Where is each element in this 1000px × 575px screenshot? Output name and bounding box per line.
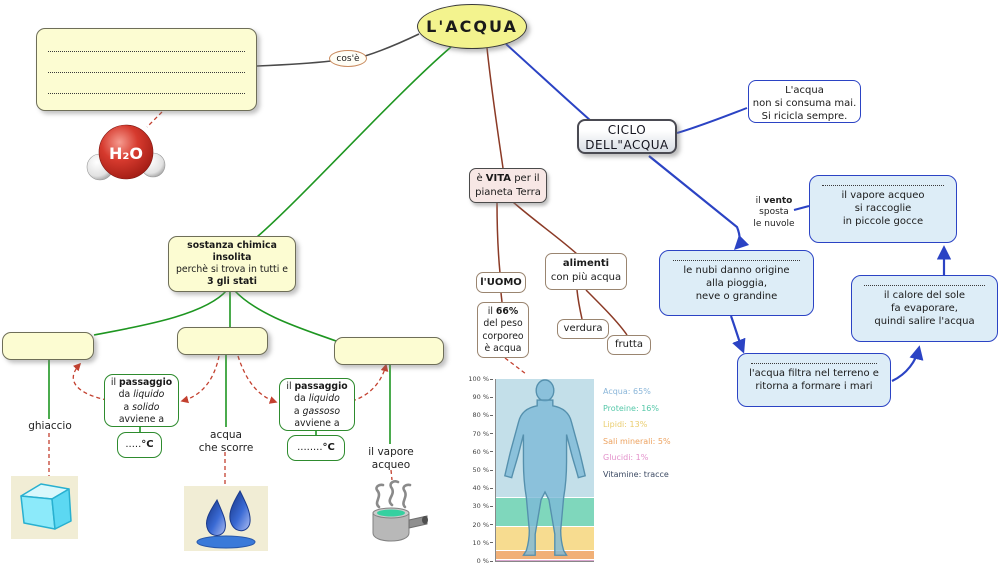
legend-item: Proteine: 16% — [603, 403, 659, 413]
band-lipidi — [496, 526, 594, 551]
ice-cube-illustration — [11, 476, 78, 539]
state-box-solid — [2, 332, 94, 360]
y-tick-label: 70 % — [472, 430, 493, 438]
celsius-box-solido: .....°C — [117, 432, 162, 458]
chart-y-axis: 100 % 90 % 80 % 70 % 60 % 50 % 40 % 30 % 20 % 10 … — [468, 371, 494, 571]
state-box-liquid — [177, 327, 268, 355]
definition-box — [36, 28, 257, 111]
legend-item: Vitamine: tracce — [603, 469, 669, 479]
passaggio-gassoso-box: il passaggio da liquido a gassoso avvien… — [279, 378, 355, 431]
vento-label: il vento sposta le nuvole — [753, 196, 795, 229]
fill-in-line — [48, 93, 245, 94]
ciclo-line2: DELL"ACQUA — [585, 138, 669, 153]
fill-in-line — [672, 256, 801, 261]
y-tick-label: 60 % — [472, 448, 493, 456]
main-topic-ellipse: L'ACQUA — [417, 4, 527, 49]
cycle-calore-box: il calore del sole fa evaporare, quindi … — [851, 275, 998, 342]
cycle-nubi-box: le nubi danno origine alla pioggia, neve… — [659, 250, 814, 316]
state-box-gas — [334, 337, 444, 365]
sostanza-line2: insolita — [212, 252, 252, 264]
y-tick-label: 10 % — [472, 539, 493, 547]
band-glucidi — [496, 559, 594, 561]
ricicla-box: L'acqua non si consuma mai. Si ricicla s… — [748, 80, 861, 123]
fill-in-line — [864, 281, 985, 286]
sostanza-line4: 3 gli stati — [207, 276, 257, 288]
sostanza-line3: perchè si trova in tutti e — [176, 264, 288, 276]
y-tick-label: 20 % — [472, 521, 493, 529]
body-composition-chart: 100 % 90 % 80 % 70 % 60 % 50 % 40 % 30 % 20 % 10 … — [468, 371, 670, 571]
legend-item: Lipidi: 13% — [603, 420, 648, 429]
vita-line2: pianeta Terra — [475, 186, 541, 198]
y-tick-label: 80 % — [472, 411, 493, 419]
question-ellipse: cos'è — [329, 50, 367, 67]
y-tick-label: 30 % — [472, 502, 493, 510]
chart-plot — [495, 379, 594, 562]
ricicla-line2: non si consuma mai. — [752, 98, 857, 109]
water-drops-illustration — [184, 486, 268, 551]
celsius-box-gassoso: ........°C — [287, 435, 345, 461]
legend-item: Sali minerali: 5% — [603, 436, 671, 446]
fill-in-line — [48, 51, 245, 52]
main-topic-label: L'ACQUA — [426, 17, 518, 36]
sostanza-line1: sostanza chimica — [187, 240, 277, 251]
y-tick-label: 0 % — [477, 557, 493, 565]
cycle-vapore-box: il vapore acqueo si raccoglie in piccole… — [809, 175, 957, 243]
vita-line1: è VITA per il — [476, 173, 540, 184]
ricicla-line3: Si ricicla sempre. — [761, 111, 848, 122]
cycle-filtra-box: l'acqua filtra nel terreno e ritorna a f… — [737, 353, 891, 407]
fill-in-line — [822, 181, 944, 186]
uomo-box: l'UOMO — [476, 272, 526, 293]
y-tick-label: 90 % — [472, 393, 493, 401]
solid-state-label: ghiaccio — [28, 420, 72, 432]
passaggio-solido-box: il passaggio da liquido a solido avviene… — [104, 374, 179, 427]
human-body-figure — [504, 379, 586, 556]
fill-in-line — [750, 359, 878, 364]
legend-item: Glucidi: 1% — [603, 453, 649, 462]
ciclo-line1: CICLO — [607, 123, 647, 137]
band-proteine — [496, 497, 594, 527]
y-tick-label: 40 % — [472, 484, 493, 492]
uomo-66-box: il 66% del peso corporeo è acqua — [477, 302, 529, 358]
h2o-molecule-illustration: H₂O — [86, 122, 170, 190]
fill-in-line — [48, 72, 245, 73]
frutta-box: frutta — [607, 335, 651, 355]
alimenti-box: alimenti con più acqua — [545, 253, 627, 290]
ricicla-line1: L'acqua — [785, 85, 824, 96]
y-tick-label: 100 % — [468, 375, 493, 383]
band-sali-minerali — [496, 550, 594, 560]
h2o-label: H₂O — [109, 144, 143, 163]
y-tick-label: 50 % — [472, 466, 493, 474]
ciclo-box: CICLO DELL"ACQUA — [577, 119, 677, 154]
chart-legend: Acqua: 65% Proteine: 16% Lipidi: 13% Sali m… — [603, 387, 671, 486]
boiling-pot-illustration — [351, 477, 433, 545]
vita-box: è VITA per il pianeta Terra — [469, 168, 547, 203]
legend-item: Acqua: 65% — [603, 387, 651, 396]
verdura-box: verdura — [557, 319, 609, 339]
question-label: cos'è — [336, 54, 360, 64]
sostanza-box: sostanza chimica insolita perchè si trov… — [168, 236, 296, 292]
